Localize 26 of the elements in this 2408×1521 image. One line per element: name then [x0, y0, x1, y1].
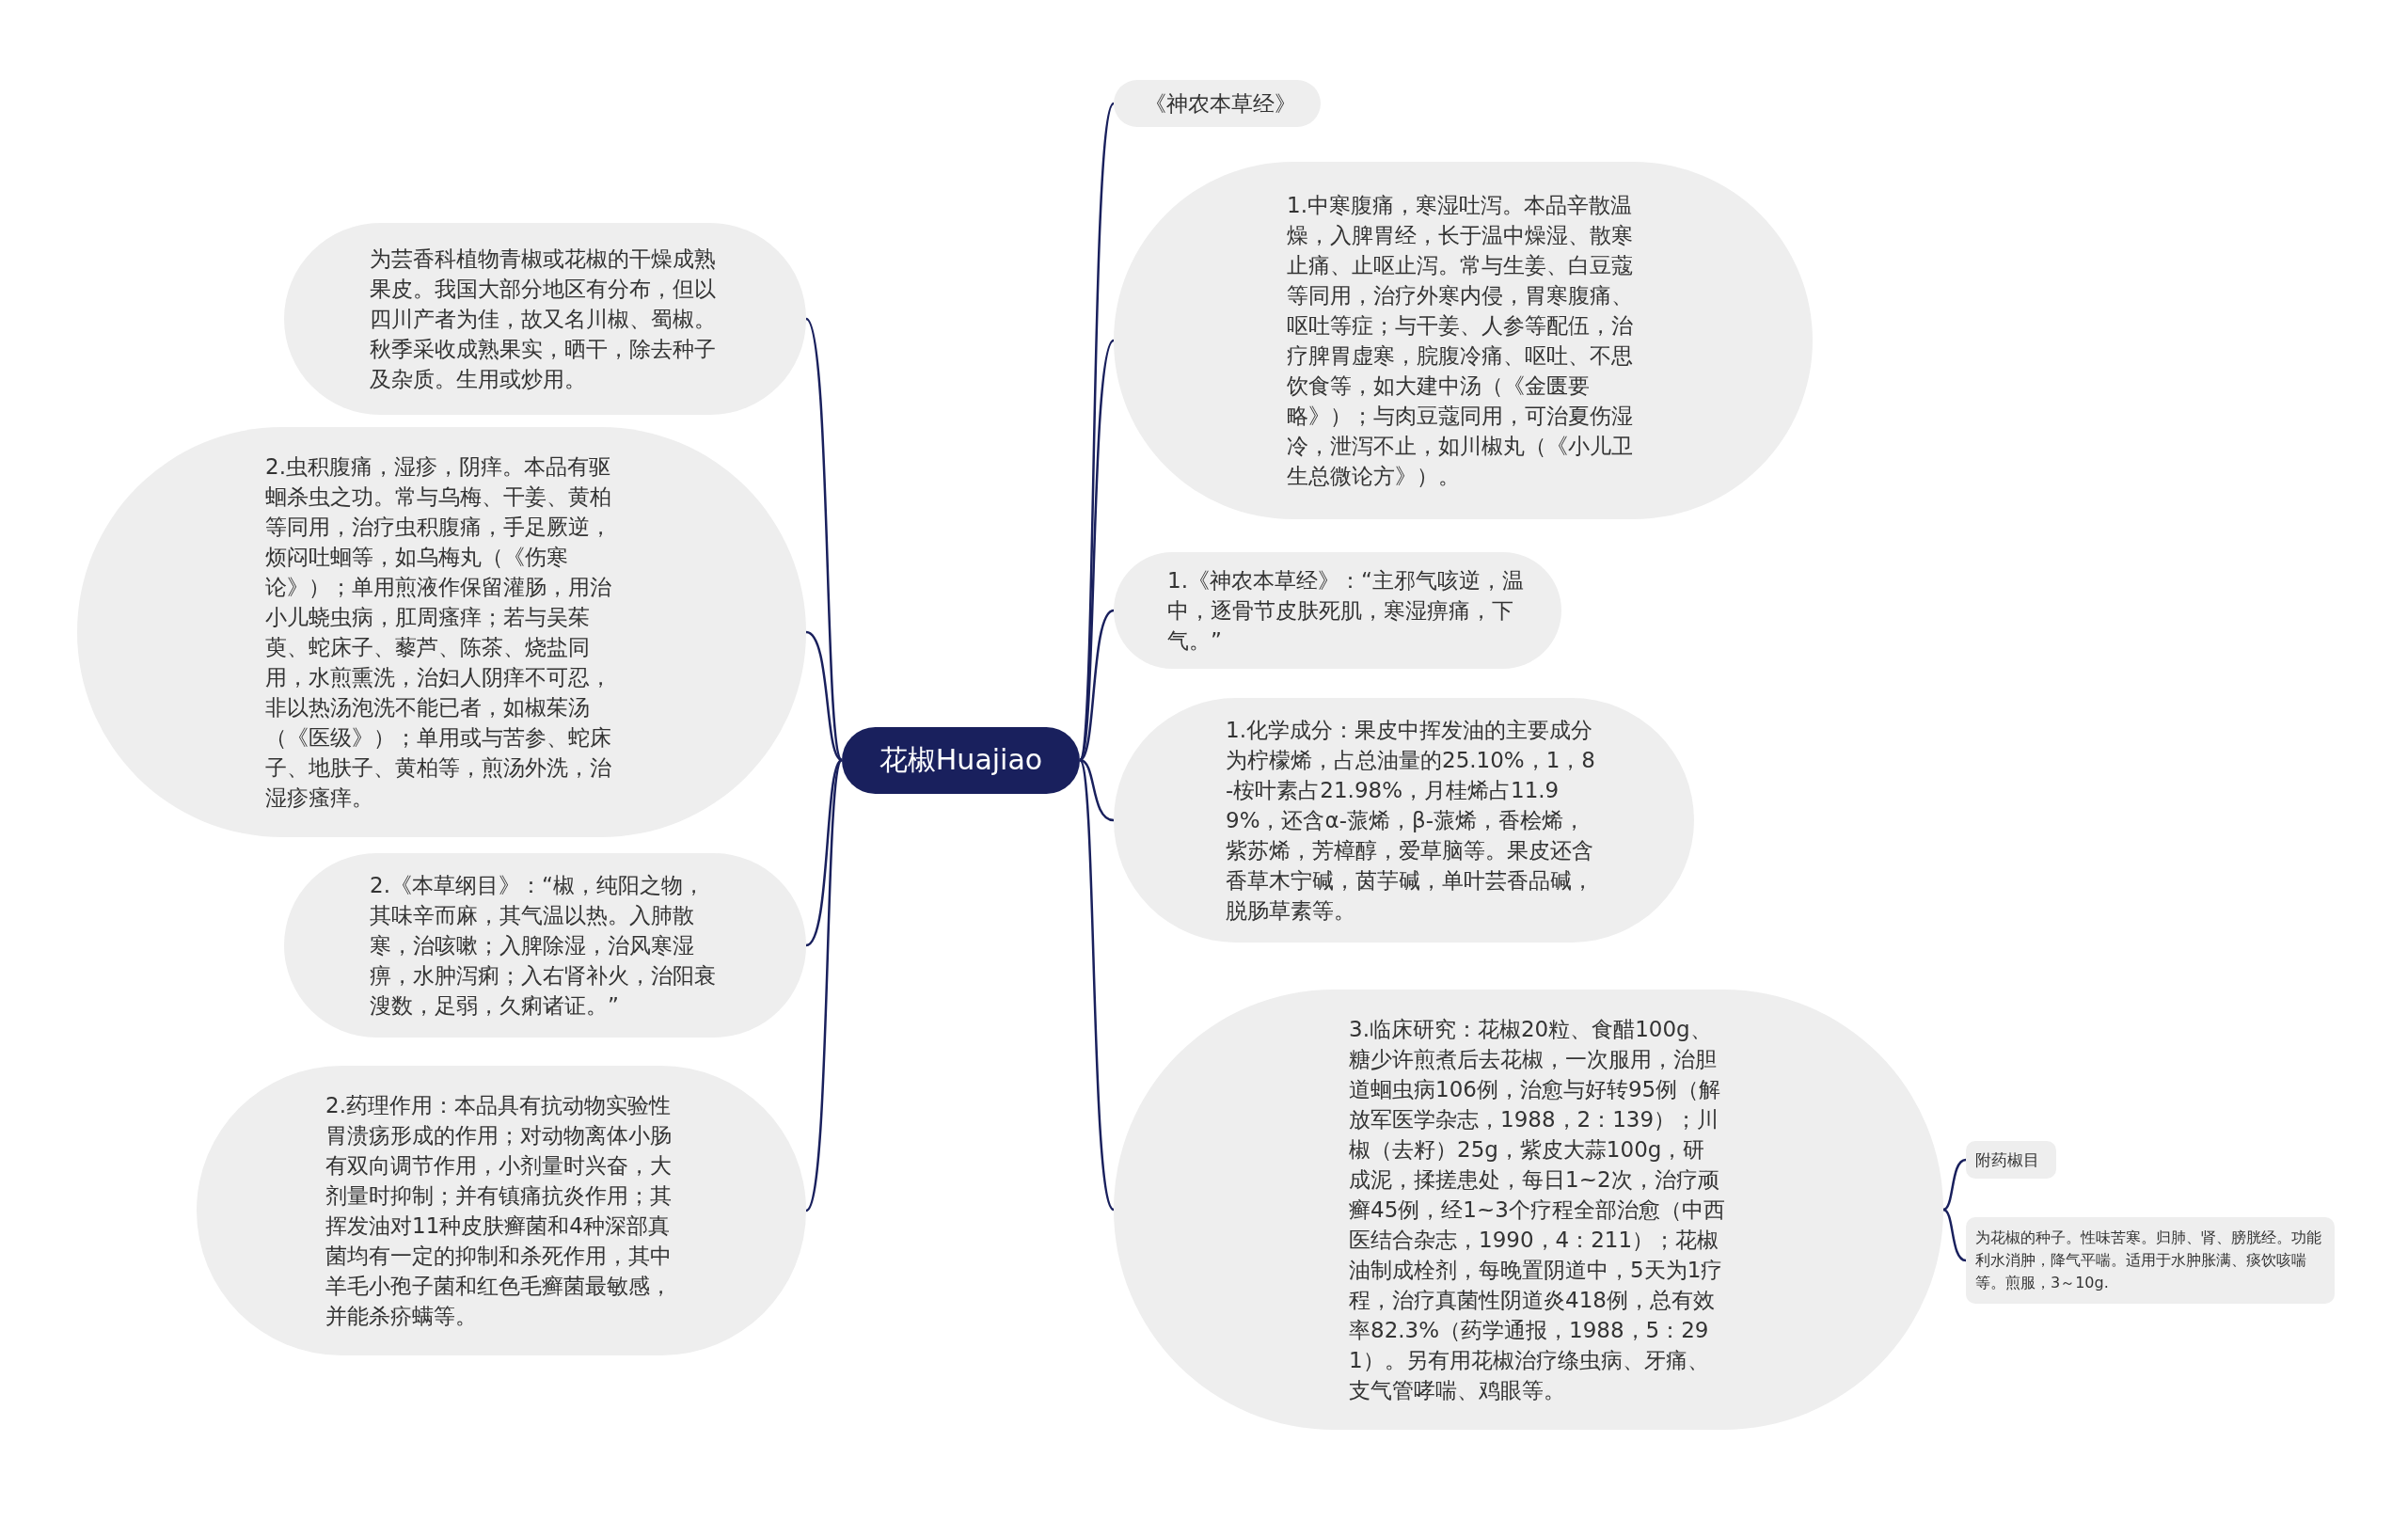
branch-connector — [804, 318, 844, 761]
central-topic — [842, 726, 1080, 794]
branch-connector — [1079, 758, 1115, 822]
branch-connector — [1078, 340, 1116, 761]
topic-bubble — [1114, 80, 1321, 127]
topic-text: 3.临床研究：花椒20粒、食醋100g、糖少许煎煮后去花椒，一次服用，治胆道蛔虫病106例，治愈与好转95例（解放军医学杂志，1988，2：139）；川椒（去籽）25g，紫皮大蒜100g，研成泥，揉搓患处，每日1~2次，治疗顽癣45例，经1~3个疗程全部治愈（中西医结合杂志，1990，4：211）；花椒油制成栓剂，每晚置阴道中，5天为1疗程，治疗真菌性阴道炎418例，总有效率82.3%（药学通报，1988，5：291）。另有用花椒治疗绦虫病、牙痛、支气管哮喘、鸡眼等。 — [1349, 1016, 1725, 1404]
topic-text: 《神农本草经》 — [1145, 90, 1297, 118]
branch-connector — [804, 759, 844, 1212]
topic-text: 2.《本草纲目》：“椒，纯阳之物，其味辛而麻，其气温以热。入肺散寒，治咳嗽；入脾除湿，治风寒湿痹，水肿泻痢；入右肾补火，治阳衰溲数，足弱，久痢诸证。” — [370, 872, 717, 1020]
branch-connector — [1942, 1158, 1967, 1212]
topic-bubble — [1966, 1141, 2056, 1179]
topic-text: 附药椒目 — [1975, 1149, 2040, 1171]
topic-text: 为花椒的种子。性味苦寒。归肺、肾、膀胱经。功能利水消肿，降气平喘。适用于水肿胀满、痰饮咳喘等。煎服，3～10g. — [1975, 1228, 2322, 1293]
topic-text: 2.药理作用：本品具有抗动物实验性胃溃疡形成的作用；对动物离体小肠有双向调节作用，小剂量时兴奋，大剂量时抑制；并有镇痛抗炎作用；其挥发油对11种皮肤癣菌和4种深部真菌均有一定的抑制和杀死作用，其中羊毛小孢子菌和红色毛癣菌最敏感，并能杀疥螨等。 — [325, 1092, 673, 1330]
branch-connector — [805, 630, 843, 762]
topic-text: 1.《神农本草经》：“主邪气咳逆，温中，逐骨节皮肤死肌，寒湿痹痛，下气。” — [1167, 567, 1525, 655]
topic-text: 1.化学成分：果皮中挥发油的主要成分为柠檬烯，占总油量的25.10%，1，8-桉叶素占21.98%，月桂烯占11.99%，还含α-蒎烯，β-蒎烯，香桧烯，紫苏烯，芳樟醇，爱草脑等。果皮还含香草木宁碱，茵芋碱，单叶芸香品碱，脱肠草素等。 — [1226, 717, 1596, 925]
branch-connector — [805, 759, 843, 947]
topic-bubble — [1966, 1217, 2335, 1304]
topic-text: 2.虫积腹痛，湿疹，阴痒。本品有驱蛔杀虫之功。常与乌梅、干姜、黄柏等同用，治疗虫积腹痛，手足厥逆，烦闷吐蛔等，如乌梅丸（《伤寒论》）；单用煎液作保留灌肠，用治小儿蛲虫病，肛周瘙痒；若与吴茱萸、蛇床子、藜芦、陈茶、烧盐同用，水煎熏洗，治妇人阴痒不可忍，非以热汤泡洗不能已者，如椒茱汤（《医级》）；单用或与苦参、蛇床子、地肤子、黄柏等，煎汤外洗，治湿疹瘙痒。 — [265, 453, 612, 812]
topic-text: 1.中寒腹痛，寒湿吐泻。本品辛散温燥，入脾胃经，长于温中燥湿、散寒止痛、止呕止泻。常与生姜、白豆蔻等同用，治疗外寒内侵，胃寒腹痛、呕吐等症；与干姜、人参等配伍，治疗脾胃虚寒，脘腹冷痛、呕吐、不思饮食等，如大建中汤（《金匮要略》）；与肉豆蔻同用，可治夏伤湿冷，泄泻不止，如川椒丸（《小儿卫生总微论方》）。 — [1287, 192, 1634, 490]
branch-connector — [1079, 609, 1115, 761]
branch-connector — [1942, 1208, 1967, 1262]
branch-connector — [1078, 759, 1116, 1211]
topic-text: 花椒Huajiao — [879, 742, 1043, 778]
topic-text: 为芸香科植物青椒或花椒的干燥成熟果皮。我国大部分地区有分布，但以四川产者为佳，故又名川椒、蜀椒。秋季采收成熟果实，晒干，除去种子及杂质。生用或炒用。 — [370, 246, 717, 393]
